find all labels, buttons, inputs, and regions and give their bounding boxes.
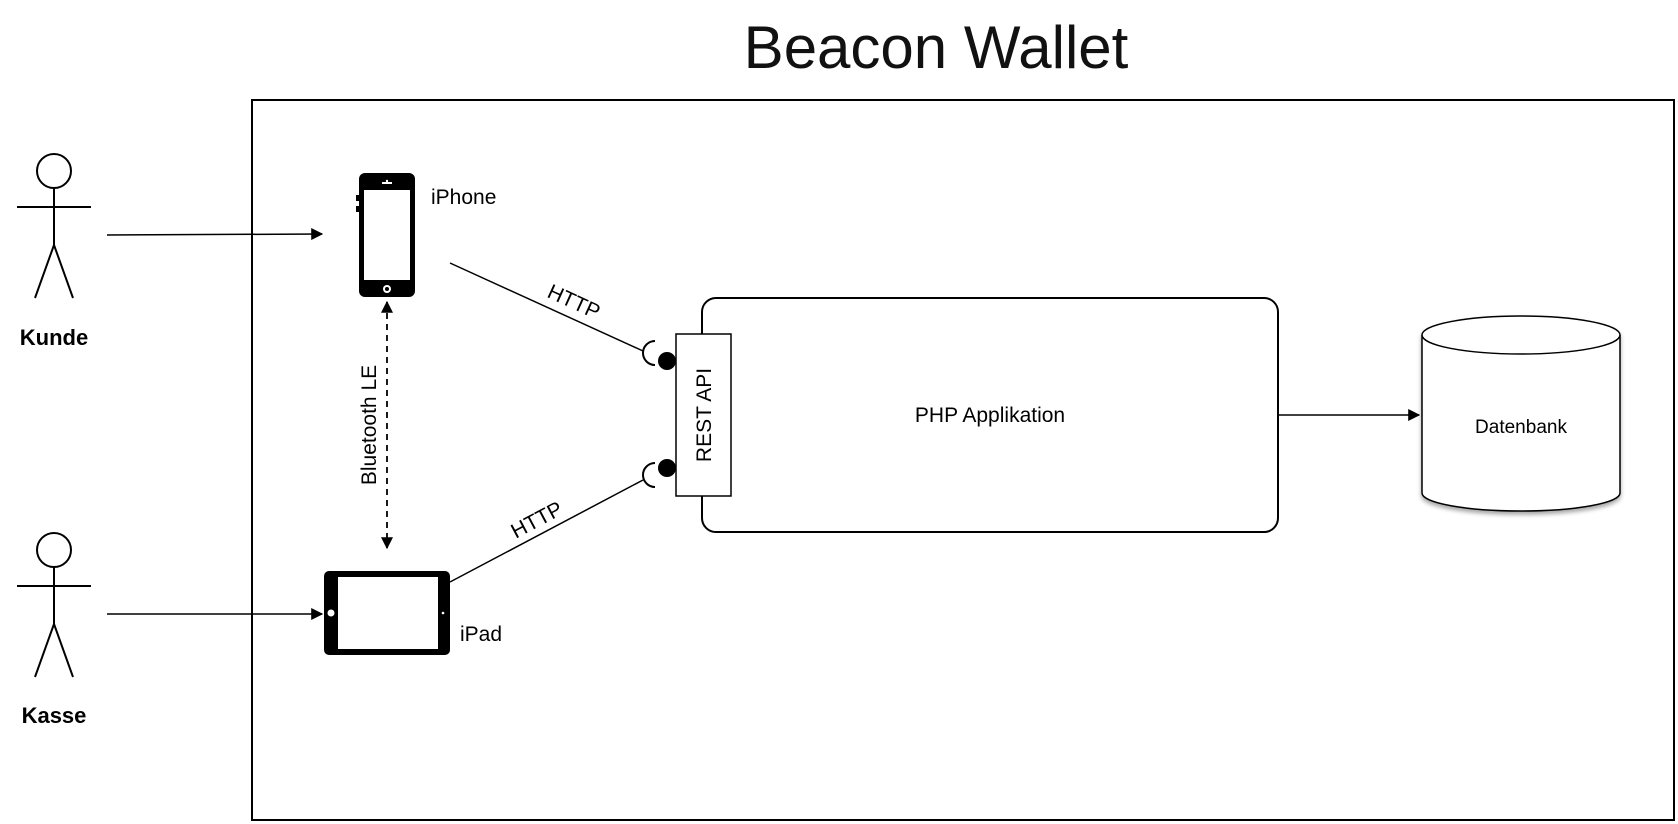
device-label-ipad: iPad xyxy=(460,623,502,646)
rest-api-label: REST API xyxy=(693,368,716,462)
php-application-label: PHP Applikation xyxy=(915,404,1065,427)
actor-head xyxy=(36,532,72,568)
http-label-iphone: HTTP xyxy=(544,280,603,324)
rest-api-port xyxy=(675,333,732,497)
system-boundary xyxy=(251,99,1675,821)
database-label: Datenbank xyxy=(1475,417,1567,438)
actor-head xyxy=(36,153,72,189)
actor-label-customer: Kunde xyxy=(20,325,88,350)
interface-socket-bottom xyxy=(642,459,676,488)
bluetooth-label: Bluetooth LE xyxy=(358,365,381,485)
ipad-icon xyxy=(324,571,450,655)
arrow-customer-to-iphone xyxy=(106,228,324,241)
actor-register xyxy=(17,532,91,678)
actor-label-register: Kasse xyxy=(22,703,87,728)
database-cylinder xyxy=(1421,315,1621,512)
interface-socket-top xyxy=(642,340,676,370)
iphone-icon xyxy=(356,173,415,297)
http-connection-ipad xyxy=(449,479,644,583)
diagram-title: Beacon Wallet xyxy=(744,14,1129,81)
http-connection-iphone xyxy=(449,262,644,352)
device-label-iphone: iPhone xyxy=(431,186,496,209)
actor-customer xyxy=(17,153,91,299)
